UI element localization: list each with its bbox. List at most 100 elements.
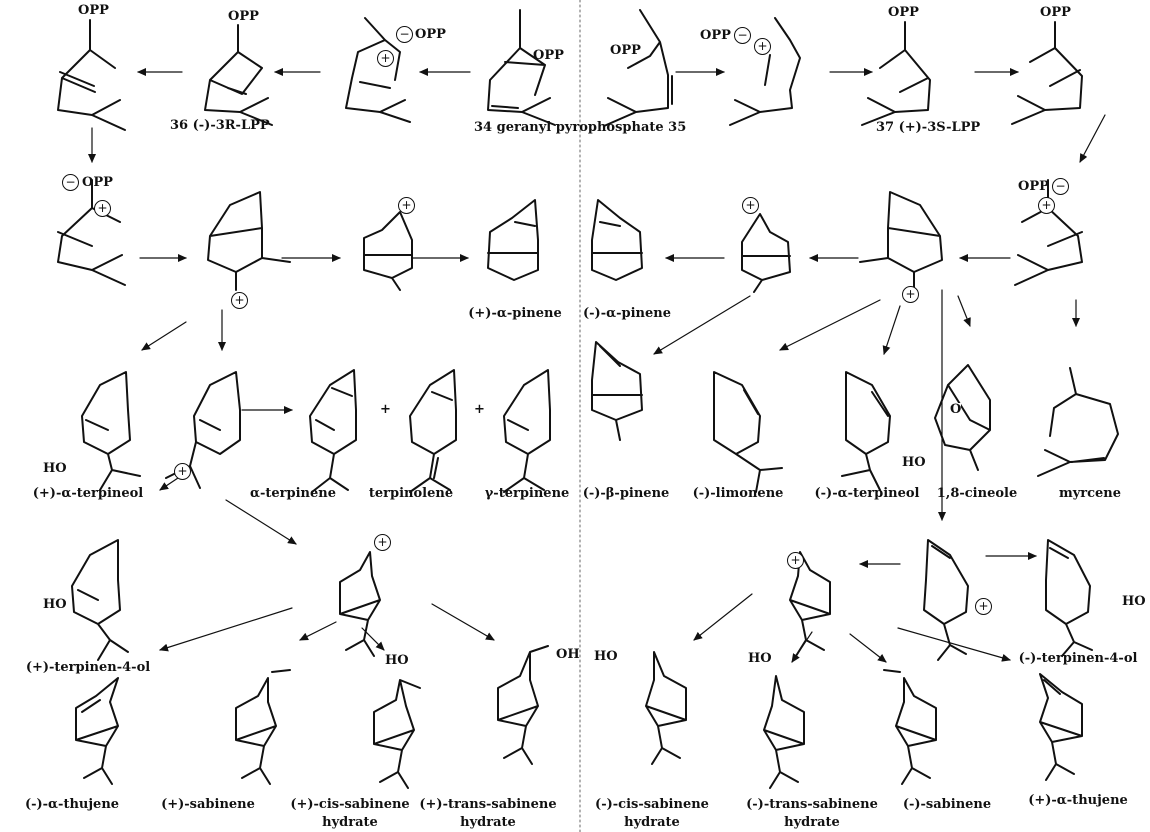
opp-group: OPP xyxy=(1040,5,1071,20)
plus-charge-icon: + xyxy=(374,534,391,551)
label-cis-sab-hydrate-minus: (-)-cis-sabinene xyxy=(595,797,709,812)
label-terpinolene: terpinolene xyxy=(368,486,454,501)
structure-cineole xyxy=(934,364,991,471)
opp-group: OPP xyxy=(1018,179,1049,194)
label-sabinene-minus: (-)-sabinene xyxy=(902,797,992,812)
structure-cis-sab-hydrate-minus xyxy=(645,651,687,765)
structure-35-gpp xyxy=(603,9,673,127)
structure-bpinene-minus xyxy=(591,341,643,441)
label-athujene-plus: (+)-α-thujene xyxy=(1028,793,1128,808)
structure-gterpinene xyxy=(503,369,551,493)
structure-apinene-minus xyxy=(591,199,643,281)
minus-charge-icon: − xyxy=(734,27,751,44)
structure-34-gpp xyxy=(487,9,556,126)
structure-allyl-cation-right xyxy=(729,17,801,126)
structure-terpinen4ol-plus xyxy=(71,539,129,661)
opp-group: OPP xyxy=(888,5,919,20)
minus-charge-icon: − xyxy=(1052,178,1069,195)
plus-charge-icon: + xyxy=(902,286,919,303)
label-gterpinene: γ-terpinene xyxy=(484,486,570,501)
structure-terpinolene xyxy=(409,369,457,493)
hydroxyl-group: OH xyxy=(556,647,580,662)
structure-cation-left-2 xyxy=(207,191,291,291)
structure-terpinen4ol-minus xyxy=(1045,539,1093,657)
plus-sign: + xyxy=(474,402,485,417)
label-limonene-minus: (-)-limonene xyxy=(692,486,784,501)
structure-thujyl-cation-right xyxy=(789,551,831,657)
opp-group: OPP xyxy=(228,9,259,24)
plus-charge-icon: + xyxy=(398,197,415,214)
label-aterpineol-plus: (+)-α-terpineol xyxy=(32,486,144,501)
structure-cation-right-3 xyxy=(741,213,791,293)
ether-oxygen: O xyxy=(950,402,962,417)
plus-charge-icon: + xyxy=(787,552,804,569)
structure-aterpineol-plus xyxy=(81,371,141,491)
label-terpinen4ol-plus: (+)-terpinen-4-ol xyxy=(25,660,151,675)
reaction-arrows xyxy=(88,68,1106,663)
label-3s-lpp: 37 (+)-3S-LPP xyxy=(876,120,981,135)
structure-cation-right-1 xyxy=(1014,179,1083,286)
plus-charge-icon: + xyxy=(1038,197,1055,214)
label-trans-sab-hydrate-plus: (+)-trans-sabinene xyxy=(419,797,557,812)
structure-limonene-minus xyxy=(713,371,783,493)
opp-group: OPP xyxy=(533,48,564,63)
plus-charge-icon: + xyxy=(94,200,111,217)
structure-trans-sab-hydrate-minus xyxy=(763,675,805,789)
label-terpinen4ol-minus: (-)-terpinen-4-ol xyxy=(1018,651,1138,666)
structure-apinene-plus xyxy=(487,199,539,281)
hydroxyl-group: HO xyxy=(43,597,67,612)
label-trans-sab-hydrate-minus: (-)-trans-sabinene xyxy=(746,797,878,812)
plus-charge-icon: + xyxy=(742,197,759,214)
structure-37-lpp xyxy=(861,21,931,126)
hydroxyl-group: HO xyxy=(748,651,772,666)
structure-sabinene-minus xyxy=(883,669,937,785)
label-cis-sab-hydrate-plus-line2: hydrate xyxy=(322,815,378,830)
opp-group: OPP xyxy=(82,175,113,190)
label-athujene-minus: (-)-α-thujene xyxy=(24,797,120,812)
structure-allyl-cation-left xyxy=(345,17,411,123)
structure-sabinene-plus xyxy=(235,669,291,785)
label-trans-sab-hydrate-plus-line2: hydrate xyxy=(460,815,516,830)
minus-charge-icon: − xyxy=(396,26,413,43)
structure-aterpineol-minus xyxy=(841,371,891,491)
structure-myrcene xyxy=(1037,367,1119,477)
structure-cation-left-1 xyxy=(57,179,126,286)
structure-cis-sab-hydrate-plus xyxy=(373,679,421,789)
structure-trans-sab-hydrate-plus xyxy=(497,645,549,765)
label-trans-sab-hydrate-minus-line2: hydrate xyxy=(784,815,840,830)
plus-charge-icon: + xyxy=(754,38,771,55)
structure-athujene-minus xyxy=(75,677,119,785)
opp-group: OPP xyxy=(415,27,446,42)
structure-cation-right-2 xyxy=(859,191,943,289)
label-cineole: 1,8-cineole xyxy=(936,486,1018,501)
label-geranyl-pyrophosphate: 34 geranyl pyrophosphate 35 xyxy=(474,120,687,135)
hydroxyl-group: HO xyxy=(385,653,409,668)
hydroxyl-group: HO xyxy=(902,455,926,470)
plus-charge-icon: + xyxy=(174,463,191,480)
label-cis-sab-hydrate-minus-line2: hydrate xyxy=(624,815,680,830)
opp-group: OPP xyxy=(610,43,641,58)
label-apinene-minus: (-)-α-pinene xyxy=(583,306,671,321)
label-cis-sab-hydrate-plus: (+)-cis-sabinene xyxy=(290,797,410,812)
label-aterpineol-minus: (-)-α-terpineol xyxy=(814,486,920,501)
plus-sign: + xyxy=(380,402,391,417)
label-myrcene: myrcene xyxy=(1058,486,1122,501)
structure-cation-left-3 xyxy=(363,211,413,291)
plus-charge-icon: + xyxy=(377,50,394,67)
label-sabinene-plus: (+)-sabinene xyxy=(161,797,255,812)
label-aterpinene: α-terpinene xyxy=(250,486,336,501)
plus-charge-icon: + xyxy=(231,292,248,309)
minus-charge-icon: − xyxy=(62,174,79,191)
hydroxyl-group: HO xyxy=(594,649,618,664)
structure-terpinen4-cation xyxy=(923,539,969,661)
hydroxyl-group: HO xyxy=(43,461,67,476)
label-apinene-plus: (+)-α-pinene xyxy=(468,306,562,321)
opp-group: OPP xyxy=(78,3,109,18)
structure-36-lpp-top-left xyxy=(57,19,126,131)
opp-group: OPP xyxy=(700,28,731,43)
structure-thujyl-cation-left xyxy=(339,551,381,657)
structure-athujene-plus xyxy=(1039,673,1083,781)
label-bpinene-minus: (-)-β-pinene xyxy=(582,486,670,501)
hydroxyl-group: HO xyxy=(1122,594,1146,609)
